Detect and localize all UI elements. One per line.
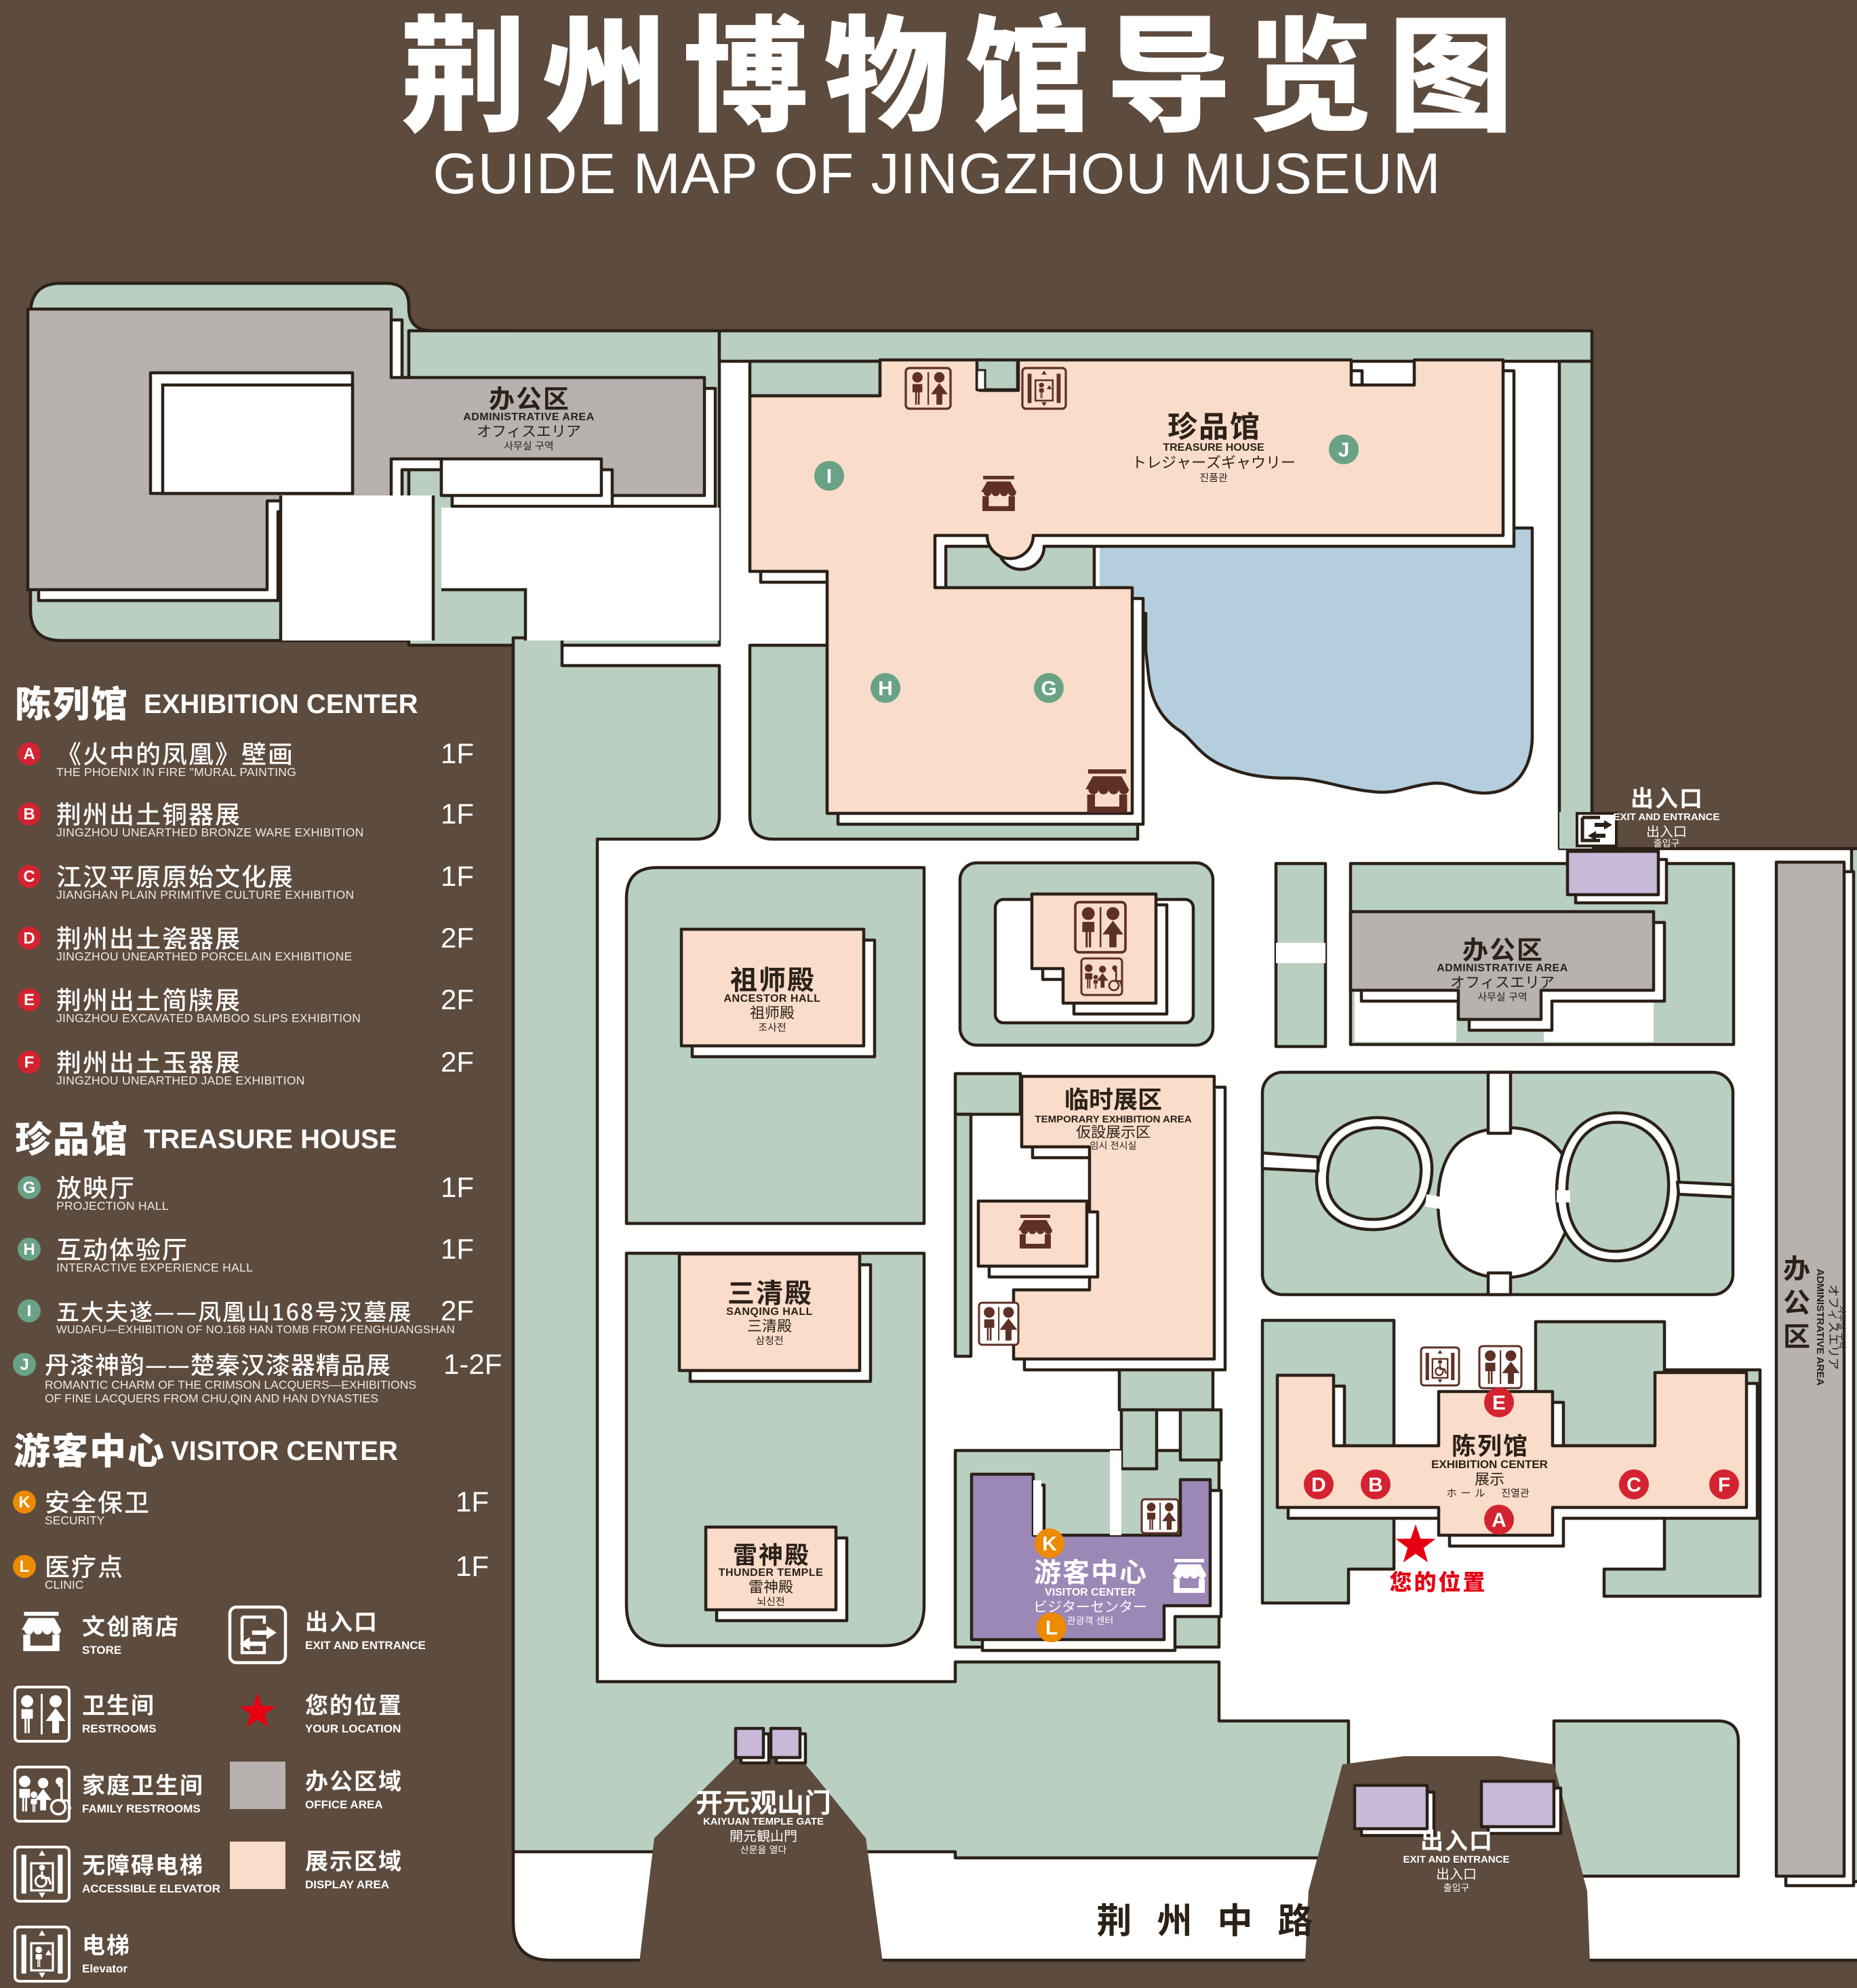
svg-text:A: A [1492,1509,1506,1532]
svg-text:CLINIC: CLINIC [45,1578,83,1591]
svg-text:C: C [23,868,35,886]
svg-text:ADMINISTRATIVE AREA: ADMINISTRATIVE AREA [1814,1269,1826,1386]
svg-text:ADMINISTRATIVE AREA: ADMINISTRATIVE AREA [1437,962,1568,974]
svg-text:1F: 1F [441,737,474,769]
svg-text:1F: 1F [441,1233,474,1265]
svg-text:SECURITY: SECURITY [45,1514,105,1527]
svg-text:ADMINISTRATIVE AREA: ADMINISTRATIVE AREA [463,411,595,423]
svg-text:EXIT AND ENTRANCE: EXIT AND ENTRANCE [1614,811,1720,823]
svg-text:TREASURE HOUSE: TREASURE HOUSE [144,1124,397,1154]
svg-text:J: J [20,1356,28,1374]
svg-text:OFFICE AREA: OFFICE AREA [305,1798,383,1811]
svg-text:KAIYUAN TEMPLE GATE: KAIYUAN TEMPLE GATE [703,1816,824,1827]
svg-text:L: L [1045,1617,1058,1640]
svg-text:INTERACTIVE EXPERIENCE HALL: INTERACTIVE EXPERIENCE HALL [56,1261,253,1274]
svg-text:JINGZHOU UNEARTHED BRONZE WARE: JINGZHOU UNEARTHED BRONZE WARE EXHIBITIO… [56,826,364,839]
svg-text:TEMPORARY EXHIBITION AREA: TEMPORARY EXHIBITION AREA [1035,1114,1191,1125]
svg-text:1-2F: 1-2F [443,1348,502,1380]
svg-text:K: K [1042,1533,1057,1556]
svg-text:E: E [1492,1392,1506,1415]
svg-text:ACCESSIBLE ELEVATOR: ACCESSIBLE ELEVATOR [82,1882,220,1895]
svg-text:H: H [878,678,893,700]
svg-text:G: G [23,1179,36,1197]
svg-text:I: I [826,466,832,488]
svg-text:G: G [1041,678,1056,700]
svg-text:F: F [1718,1474,1730,1497]
svg-text:YOUR LOCATION: YOUR LOCATION [305,1722,401,1735]
svg-text:E: E [24,991,35,1009]
svg-text:FAMILY RESTROOMS: FAMILY RESTROOMS [82,1802,201,1815]
svg-text:EXIT AND ENTRANCE: EXIT AND ENTRANCE [1403,1854,1510,1865]
svg-text:L: L [20,1558,30,1576]
svg-text:EXHIBITION CENTER: EXHIBITION CENTER [1431,1458,1548,1471]
svg-text:JINGZHOU EXCAVATED BAMBOO SLIP: JINGZHOU EXCAVATED BAMBOO SLIPS EXHIBITI… [56,1011,361,1025]
svg-text:2F: 2F [441,983,474,1015]
svg-text:SANQING HALL: SANQING HALL [726,1306,813,1318]
svg-text:A: A [23,745,35,763]
svg-text:THUNDER TEMPLE: THUNDER TEMPLE [719,1567,824,1579]
svg-text:THE PHOENIX IN FIRE "MURAL PAI: THE PHOENIX IN FIRE "MURAL PAINTING [56,765,296,779]
svg-text:JINGZHOU UNEARTHED JADE EXHIBI: JINGZHOU UNEARTHED JADE EXHIBITION [56,1074,305,1087]
svg-text:2F: 2F [441,1046,474,1078]
svg-text:2F: 2F [441,1295,474,1326]
svg-text:1F: 1F [456,1486,489,1518]
svg-text:GUIDE MAP OF JINGZHOU MUSEUM: GUIDE MAP OF JINGZHOU MUSEUM [433,142,1441,205]
svg-text:JIANGHAN PLAIN PRIMITIVE CULTU: JIANGHAN PLAIN PRIMITIVE CULTURE EXHIBIT… [56,888,354,901]
svg-text:JINGZHOU UNEARTHED PORCELAIN E: JINGZHOU UNEARTHED PORCELAIN EXHIBITIONE [56,950,353,963]
svg-text:H: H [23,1240,35,1259]
svg-text:B: B [1368,1474,1383,1497]
svg-text:D: D [23,929,35,948]
svg-text:VISITOR CENTER: VISITOR CENTER [1045,1587,1136,1598]
svg-text:VISITOR CENTER: VISITOR CENTER [171,1436,398,1466]
svg-text:K: K [18,1493,31,1512]
svg-text:DISPLAY AREA: DISPLAY AREA [305,1878,389,1891]
svg-text:C: C [1626,1474,1641,1497]
svg-text:D: D [1311,1474,1326,1497]
svg-text:ROMANTIC CHARM OF THE CRIMSON: ROMANTIC CHARM OF THE CRIMSON LACQUERS—E… [45,1378,416,1392]
svg-text:1F: 1F [441,1171,474,1203]
svg-text:I: I [27,1302,32,1320]
svg-text:EXHIBITION CENTER: EXHIBITION CENTER [144,689,418,719]
svg-text:J: J [1338,439,1350,462]
svg-text:ANCESTOR HALL: ANCESTOR HALL [723,993,820,1005]
svg-text:EXIT AND ENTRANCE: EXIT AND ENTRANCE [305,1639,426,1652]
svg-text:RESTROOMS: RESTROOMS [82,1722,157,1735]
svg-text:1F: 1F [441,860,474,892]
svg-text:PROJECTION HALL: PROJECTION HALL [56,1199,169,1213]
svg-text:1F: 1F [441,798,474,830]
svg-text:WUDAFU—EXHIBITION OF NO.168 HA: WUDAFU—EXHIBITION OF NO.168 HAN TOMB FRO… [56,1324,455,1336]
svg-text:B: B [23,805,35,824]
svg-text:2F: 2F [441,922,474,954]
svg-text:Elevator: Elevator [82,1962,127,1975]
svg-text:STORE: STORE [82,1644,121,1657]
svg-text:1F: 1F [456,1550,489,1582]
svg-text:OF FINE LACQUERS FROM CHU,QIN: OF FINE LACQUERS FROM CHU,QIN AND HAN DY… [45,1392,378,1405]
svg-text:TREASURE HOUSE: TREASURE HOUSE [1163,442,1264,453]
svg-text:F: F [24,1053,35,1072]
